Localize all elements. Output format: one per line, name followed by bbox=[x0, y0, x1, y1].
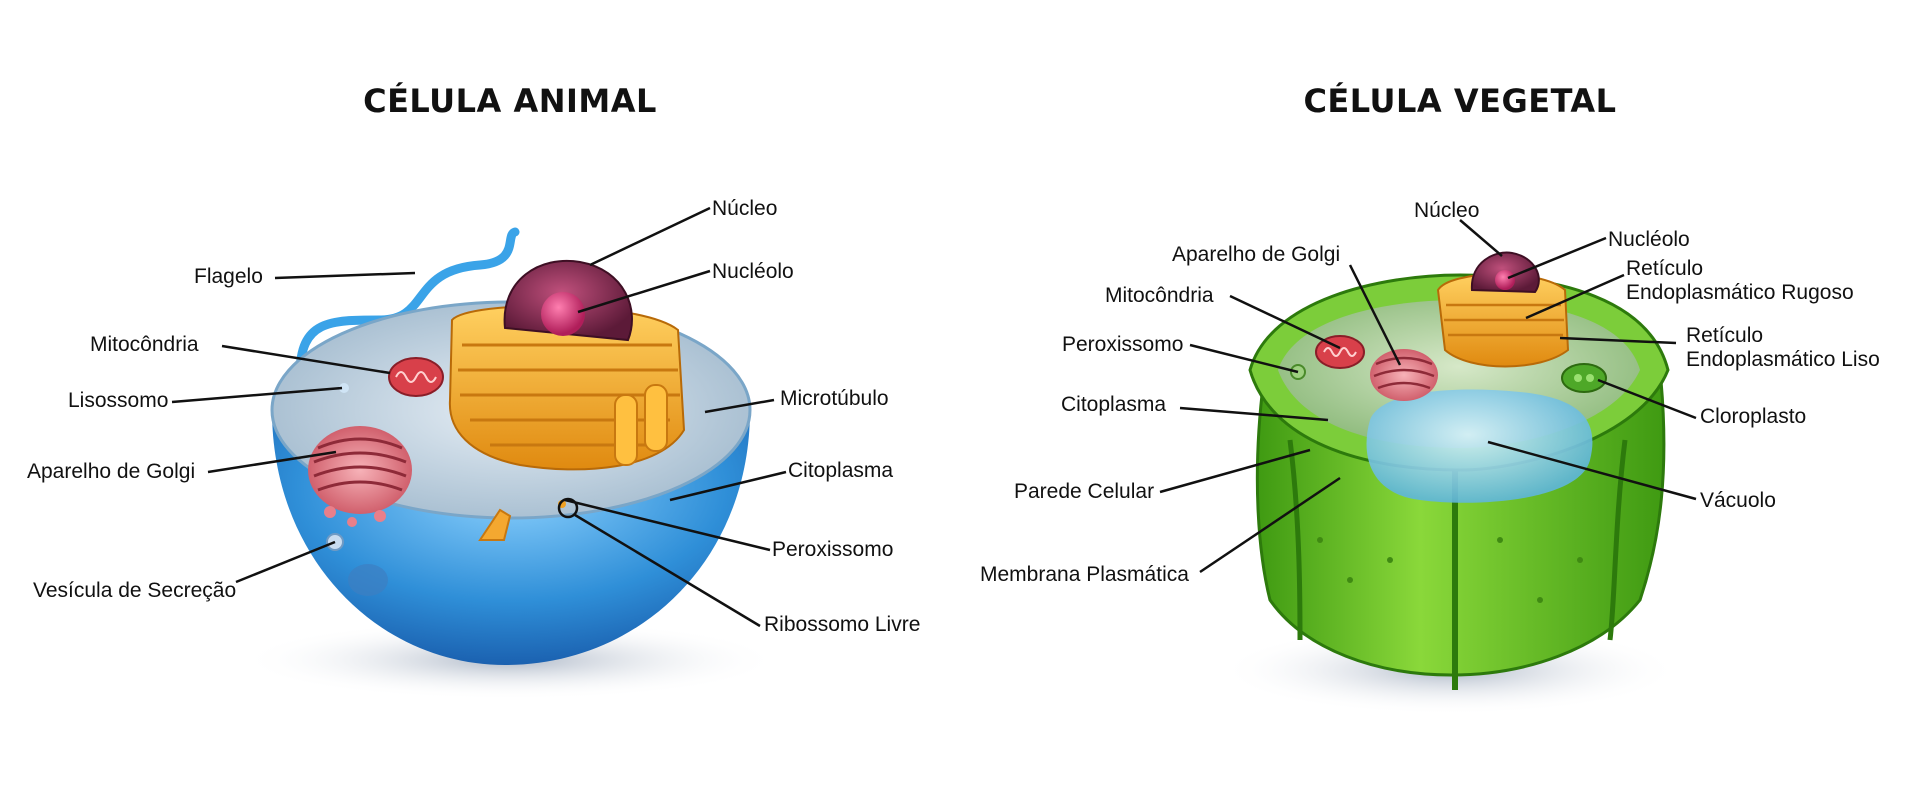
plant-cell-title: CÉLULA VEGETAL bbox=[1303, 82, 1617, 120]
animal-lysosome-shape bbox=[339, 383, 349, 393]
animal-ribosome-marker bbox=[557, 497, 579, 519]
plant-golgi-shape bbox=[1370, 349, 1438, 401]
label-animal-mitocondria: Mitocôndria bbox=[90, 333, 199, 356]
label-animal-nucleo: Núcleo bbox=[712, 197, 778, 220]
plant-cell bbox=[1220, 251, 1680, 715]
animal-nucleus-shape bbox=[503, 259, 633, 342]
label-plant-nucleolo: Nucléolo bbox=[1608, 228, 1690, 251]
plant-nucleus-shape bbox=[1470, 251, 1540, 294]
label-plant-cloroplasto: Cloroplasto bbox=[1700, 405, 1807, 428]
label-plant-reticulo-liso-2: Endoplasmático Liso bbox=[1686, 348, 1880, 371]
label-animal-golgi: Aparelho de Golgi bbox=[27, 460, 196, 483]
label-animal-flagelo: Flagelo bbox=[194, 265, 263, 288]
label-animal-ribossomo: Ribossomo Livre bbox=[764, 613, 921, 636]
flagellum-shape bbox=[295, 227, 520, 380]
label-plant-reticulo-liso-1: Retículo bbox=[1686, 324, 1764, 347]
animal-cell-title: CÉLULA ANIMAL bbox=[363, 82, 657, 120]
label-animal-peroxissomo: Peroxissomo bbox=[772, 538, 894, 561]
label-animal-lisossomo: Lisossomo bbox=[68, 389, 169, 412]
label-plant-nucleo: Núcleo bbox=[1414, 199, 1480, 222]
animal-leader-lines bbox=[171, 206, 787, 628]
label-animal-citoplasma: Citoplasma bbox=[788, 459, 894, 482]
label-animal-nucleolo: Nucléolo bbox=[712, 260, 794, 283]
label-plant-mitocondria: Mitocôndria bbox=[1105, 284, 1214, 307]
animal-cell bbox=[240, 227, 780, 700]
label-plant-membrana: Membrana Plasmática bbox=[980, 563, 1189, 586]
label-plant-reticulo-rugoso-1: Retículo bbox=[1626, 257, 1704, 280]
label-plant-peroxissomo: Peroxissomo bbox=[1062, 333, 1184, 356]
plant-leader-lines bbox=[1159, 219, 1697, 574]
label-plant-citoplasma: Citoplasma bbox=[1061, 393, 1167, 416]
plant-vacuole-shape bbox=[1366, 389, 1593, 503]
label-plant-reticulo-rugoso-2: Endoplasmático Rugoso bbox=[1626, 281, 1854, 304]
label-animal-microtubulo: Microtúbulo bbox=[780, 387, 889, 410]
plant-er-shape bbox=[1436, 273, 1570, 368]
animal-golgi-shape bbox=[308, 426, 412, 527]
label-plant-parede: Parede Celular bbox=[1014, 480, 1155, 503]
plant-chloroplast-shape bbox=[1561, 363, 1607, 393]
label-plant-vacuolo: Vácuolo bbox=[1700, 489, 1776, 512]
animal-centriole-shape bbox=[478, 508, 512, 541]
label-plant-golgi: Aparelho de Golgi bbox=[1172, 243, 1341, 266]
label-animal-vesicula: Vesícula de Secreção bbox=[33, 579, 237, 602]
